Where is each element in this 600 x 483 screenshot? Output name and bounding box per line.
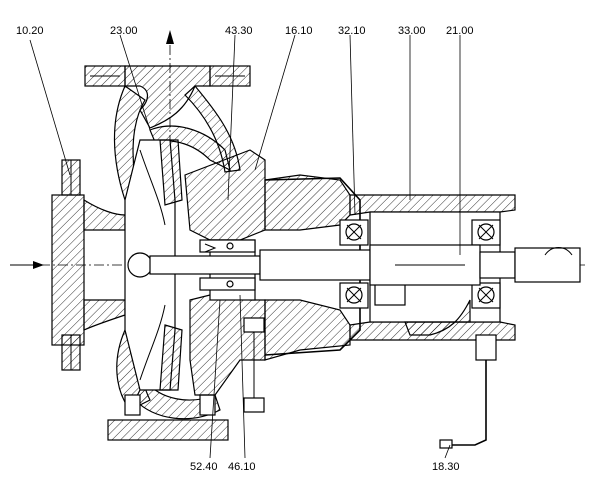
callout-32-10: 32.10 bbox=[338, 25, 366, 37]
casing-foot bbox=[107, 394, 229, 441]
callout-46-10: 46.10 bbox=[228, 461, 256, 473]
callout-10-20: 10.20 bbox=[16, 25, 44, 37]
outlet-flow-arrow bbox=[166, 30, 174, 140]
oil-drain-pipe bbox=[439, 334, 497, 449]
callout-43-30: 43.30 bbox=[225, 25, 253, 37]
volute-casing bbox=[113, 85, 241, 420]
inlet-flow-arrow bbox=[10, 261, 44, 269]
callout-18-30: 18.30 bbox=[432, 461, 460, 473]
pump-shaft bbox=[149, 244, 581, 286]
callout-52-40: 52.40 bbox=[190, 461, 218, 473]
bearing-drive bbox=[339, 219, 369, 309]
bolts bbox=[243, 317, 265, 413]
impeller bbox=[124, 139, 183, 391]
callout-21-00: 21.00 bbox=[446, 25, 474, 37]
discharge-flange bbox=[84, 65, 251, 129]
callout-16-10: 16.10 bbox=[285, 25, 313, 37]
callout-23-00: 23.00 bbox=[110, 25, 138, 37]
leader-lines bbox=[29, 34, 461, 459]
mechanical-seal bbox=[199, 239, 256, 291]
bearing-pump bbox=[471, 219, 501, 309]
callout-labels: 10.20 23.00 43.30 16.10 32.10 33.00 21.0… bbox=[16, 25, 474, 473]
bearing-bracket bbox=[264, 174, 361, 361]
callout-33-00: 33.00 bbox=[398, 25, 426, 37]
